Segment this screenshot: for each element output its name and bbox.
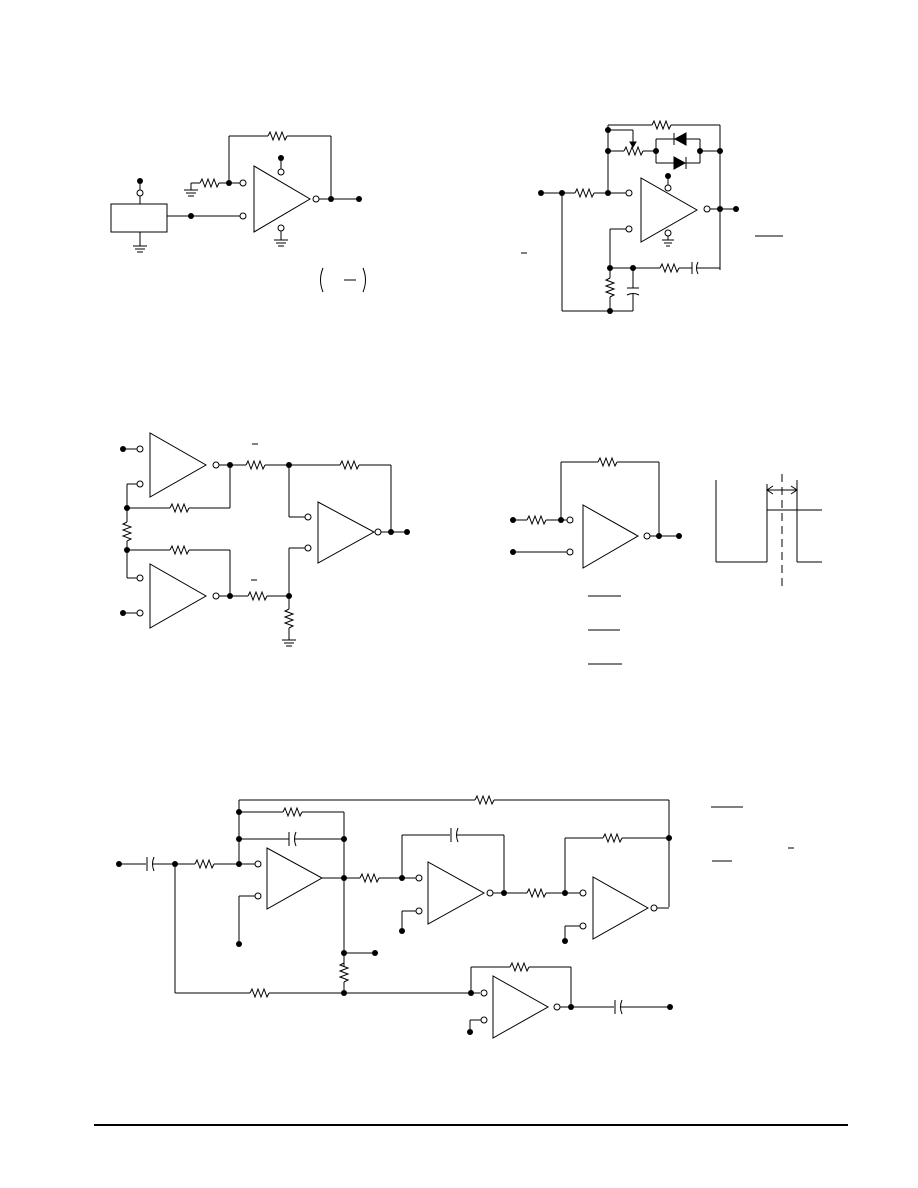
op-amp [266, 847, 324, 910]
ground-symbol [274, 239, 288, 247]
op-amp [427, 861, 486, 925]
resistor [526, 887, 547, 899]
potentiometer [623, 145, 644, 157]
diode [673, 132, 687, 146]
resistor [338, 962, 350, 983]
op-amp [492, 975, 550, 1039]
circuit-5-state-variable-filter [116, 794, 794, 1039]
resistor [474, 794, 495, 806]
ground-symbol [184, 189, 198, 197]
resistor [199, 177, 220, 189]
circuit-1-noninverting-sensor-amp [110, 130, 366, 293]
resistor [526, 514, 547, 526]
op-amp [592, 876, 650, 940]
resistor [282, 806, 303, 818]
resistor [249, 987, 270, 999]
diode [673, 156, 687, 170]
sensor-block [110, 203, 168, 233]
ground-symbol [133, 245, 147, 253]
ground-symbol [282, 639, 296, 647]
resistor [602, 832, 623, 844]
op-amp [149, 563, 208, 629]
resistor [339, 459, 360, 471]
resistor [359, 872, 380, 884]
op-amp [640, 177, 699, 243]
ground-symbol [662, 239, 674, 247]
resistor [169, 502, 190, 514]
op-amp [317, 501, 376, 564]
resistor [245, 459, 266, 471]
resistor [597, 456, 618, 468]
resistor [509, 961, 530, 973]
op-amp [149, 432, 208, 498]
op-amp [582, 504, 640, 569]
resistor [267, 130, 288, 142]
op-amp [253, 165, 311, 233]
resistor [247, 590, 268, 602]
resistor [194, 858, 215, 870]
formula-paren-right [362, 267, 366, 293]
circuit-2-wien-bridge-oscillator [521, 119, 783, 314]
formula-paren-left [320, 267, 324, 293]
resistor [121, 521, 133, 542]
circuit-3-instrumentation-amp [120, 432, 410, 647]
resistor [604, 277, 616, 298]
resistor [659, 262, 680, 274]
resistor [169, 544, 190, 556]
resistor [283, 608, 295, 629]
pulse-waveform [715, 474, 822, 586]
potentiometer-wiper [629, 141, 637, 148]
resistor [651, 119, 672, 131]
resistor [574, 187, 595, 199]
circuit-4-inverting-amp-with-waveform [510, 456, 822, 665]
